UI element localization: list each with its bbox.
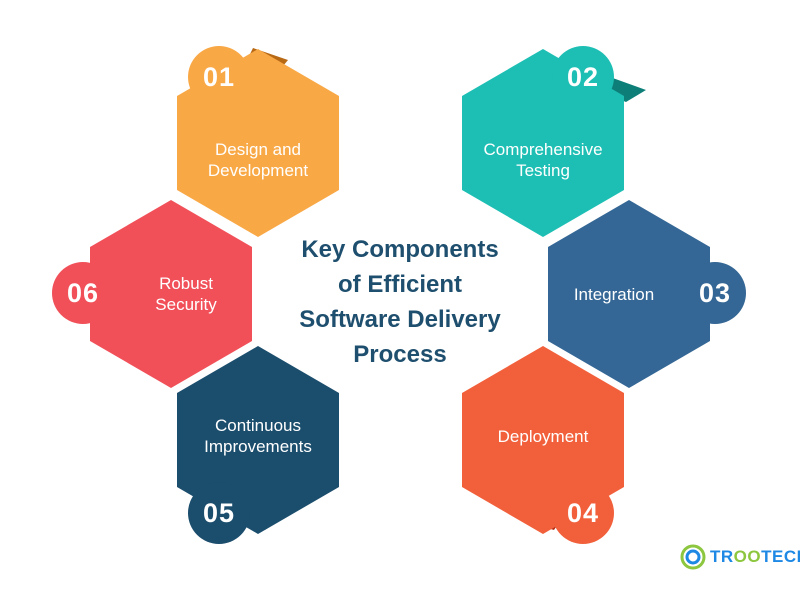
diagram-title: Key Components of Efficient Software Del… — [299, 236, 501, 368]
hex-continuous-improvements: Continuous Improvements — [177, 346, 339, 534]
step-number-01: 01 — [188, 46, 250, 108]
hex-label-01: Design and Development — [207, 140, 309, 180]
logo-mark-icon — [678, 542, 708, 572]
hex-label-06: Robust Security — [155, 274, 217, 314]
step-number-02: 02 — [552, 46, 614, 108]
hex-label-02: Comprehensive Testing — [483, 140, 603, 180]
logo-text: TR OO TECH — [710, 547, 800, 567]
step-number-06: 06 — [52, 262, 114, 324]
brand-logo: TR OO TECH — [678, 540, 800, 574]
logo-text-oo: OO — [733, 547, 762, 566]
hex-label-04: Deployment — [497, 426, 589, 446]
logo-text-tech: TECH — [761, 547, 800, 566]
hex-robust-security: Robust Security — [90, 200, 252, 388]
step-number-05: 05 — [188, 482, 250, 544]
step-number-03: 03 — [684, 262, 746, 324]
logo-text-tr: TR — [710, 547, 734, 566]
hex-label-05: Continuous Improvements — [204, 416, 312, 456]
step-number-04: 04 — [552, 482, 614, 544]
hex-label-03: Integration — [573, 284, 655, 304]
